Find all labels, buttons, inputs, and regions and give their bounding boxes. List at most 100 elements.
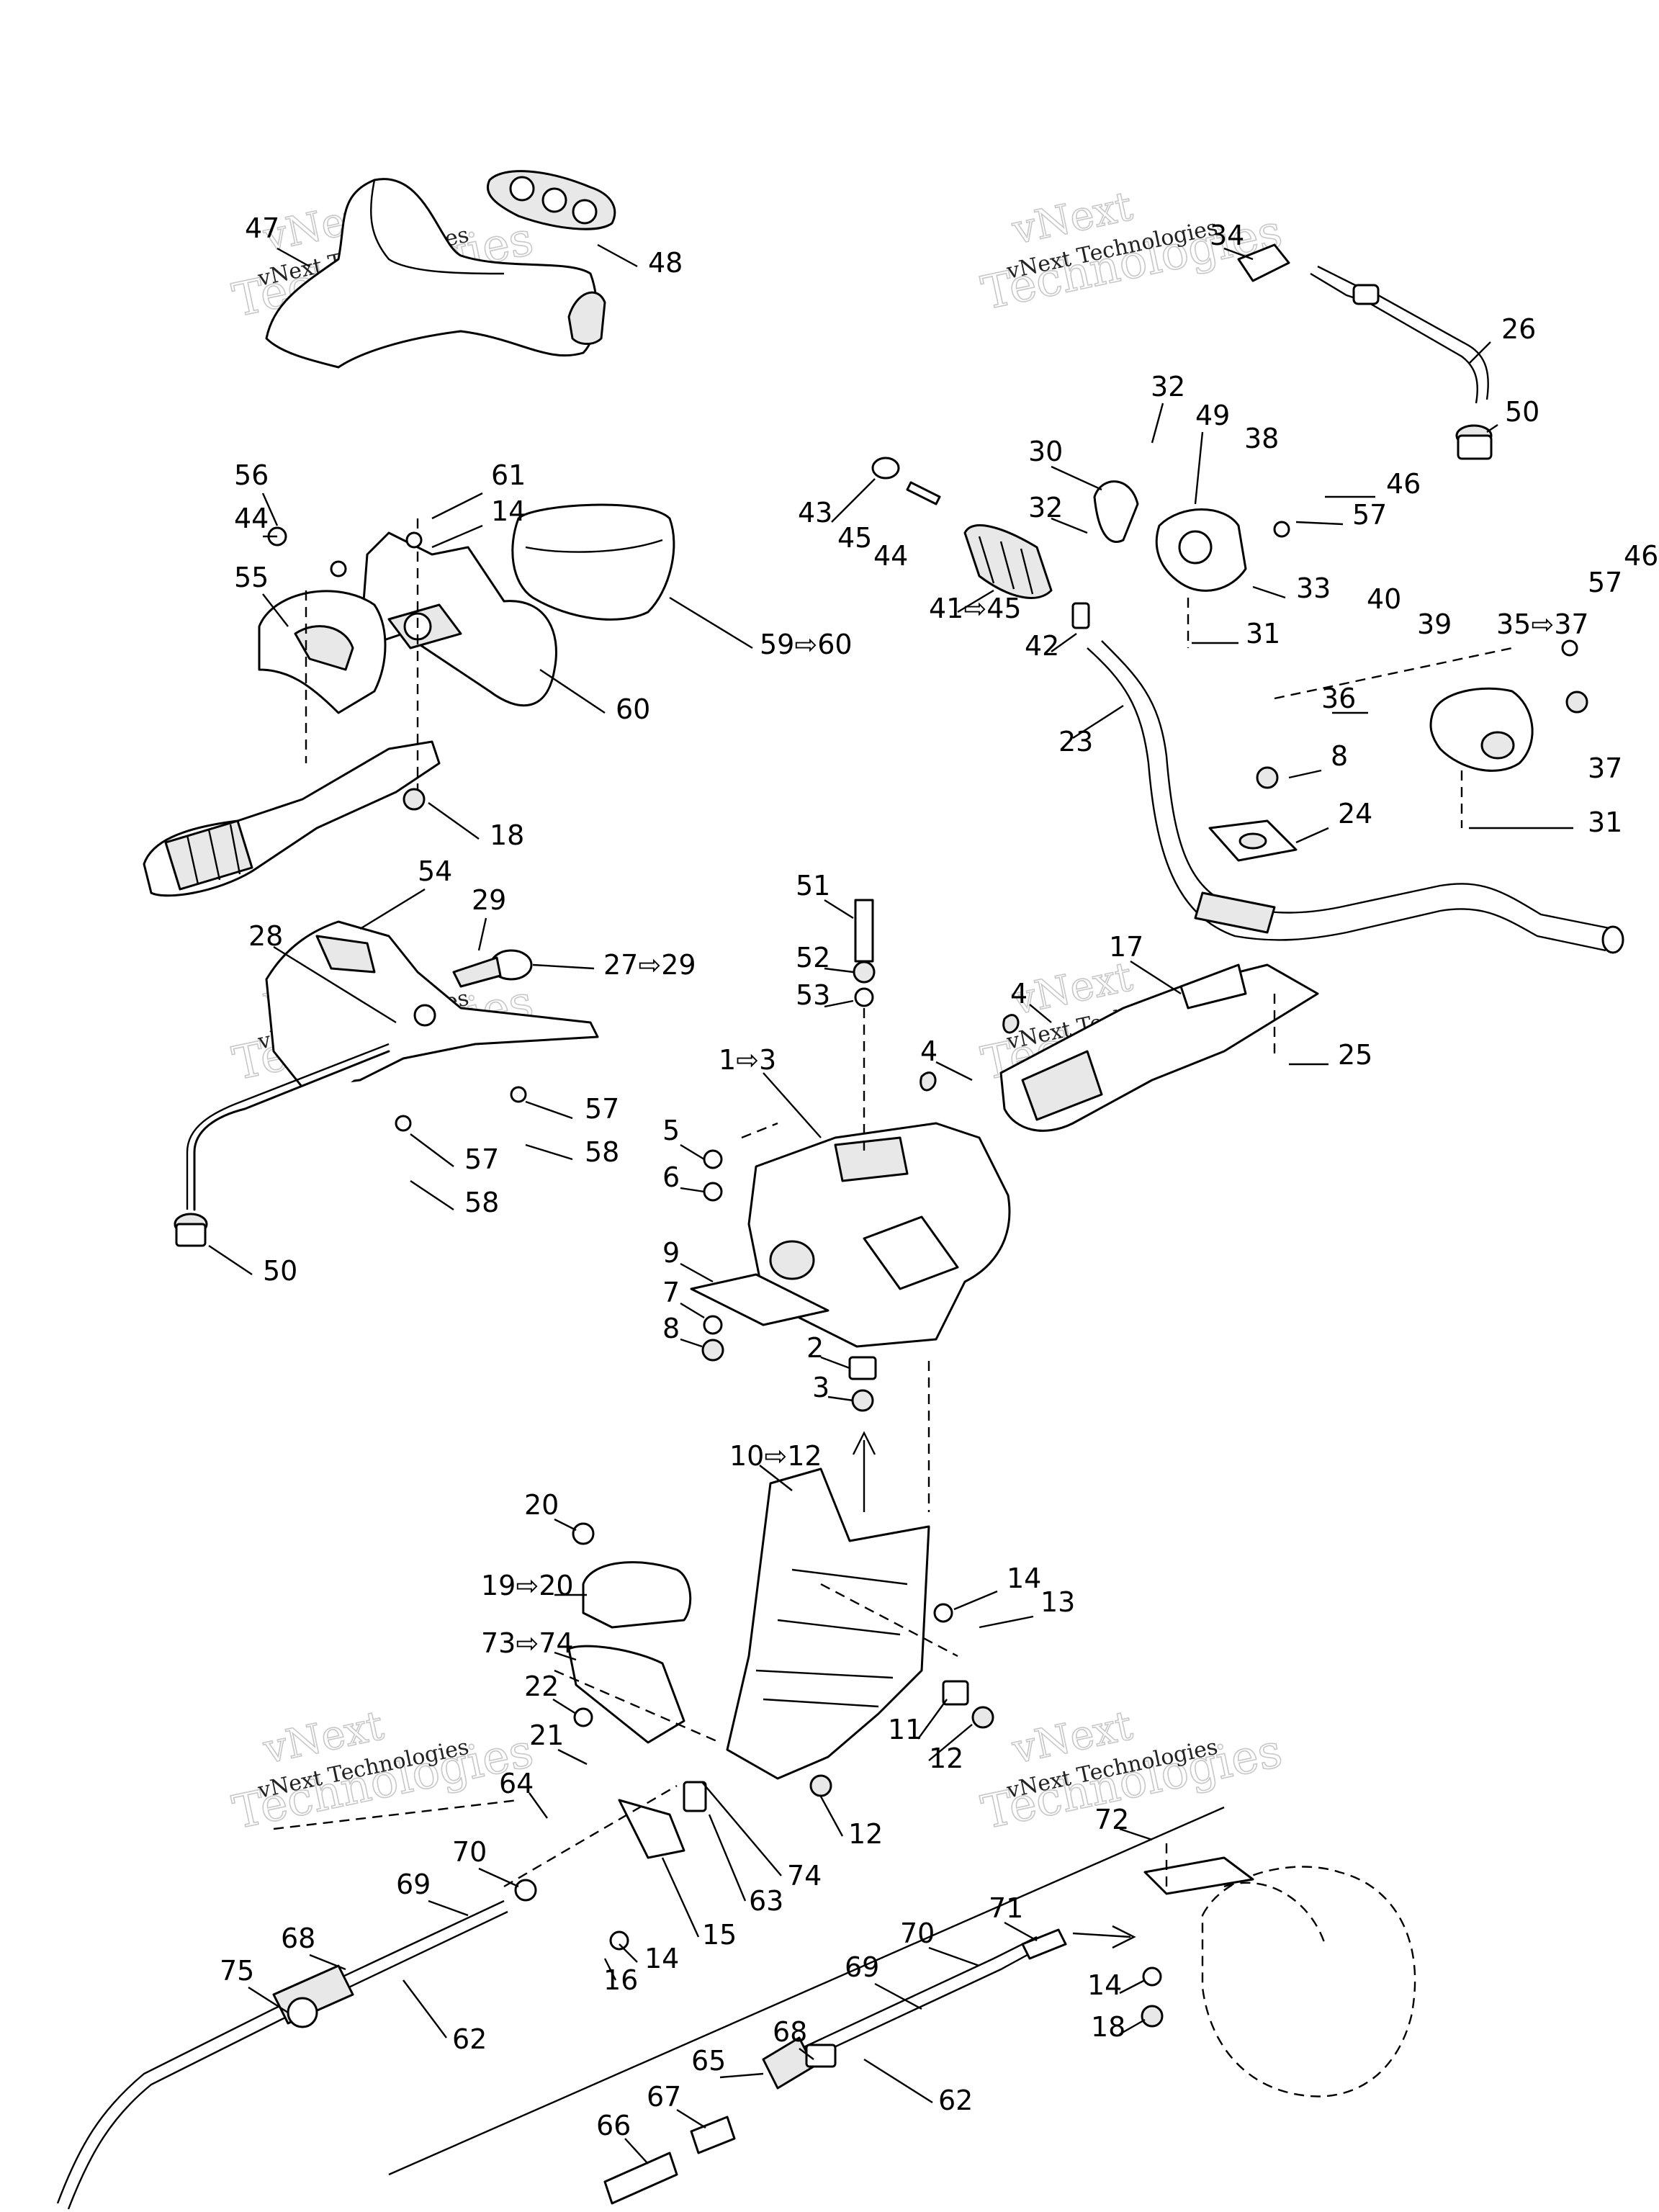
logo-decal (487, 170, 616, 230)
callout-c9: 9 (662, 1237, 680, 1269)
grip-cover (511, 503, 675, 621)
callout-c62b: 62 (938, 2085, 973, 2116)
callout-c18a: 18 (490, 819, 524, 851)
callout-c62a: 62 (452, 2023, 487, 2055)
handlebar-cover (265, 178, 606, 369)
throttle-housing-right (1155, 508, 1247, 592)
callout-c17: 17 (1109, 931, 1143, 963)
callout-c24: 24 (1338, 798, 1372, 830)
callout-c64: 64 (499, 1768, 534, 1799)
support-plate-9 (690, 1273, 830, 1326)
callout-c1012: 10⇨12 (729, 1440, 822, 1472)
callout-c57b: 57 (1588, 567, 1622, 598)
callout-c63: 63 (749, 1885, 783, 1917)
callout-c20: 20 (524, 1489, 559, 1521)
callout-c30: 30 (1028, 436, 1063, 467)
callout-c48: 48 (648, 247, 683, 279)
cable-bracket-15 (618, 1781, 707, 1859)
riser-clamp-24 (1208, 819, 1298, 862)
callout-c57d: 57 (464, 1143, 499, 1175)
callout-c50a: 50 (1505, 396, 1539, 428)
callout-c14c: 14 (644, 1943, 679, 1974)
steering-clamp-lower (567, 1645, 685, 1744)
callout-c18b: 18 (1091, 2011, 1125, 2043)
callout-c44b: 44 (234, 503, 269, 534)
callout-c60: 60 (616, 693, 650, 725)
callout-c23: 23 (1058, 726, 1093, 757)
callout-c68b: 68 (773, 2016, 807, 2048)
callout-c57a: 57 (1352, 499, 1387, 531)
callout-c31b: 31 (1588, 806, 1622, 838)
callout-c4a: 4 (1010, 978, 1028, 1010)
callout-c5960: 59⇨60 (760, 629, 853, 660)
callout-c14d: 14 (1087, 1969, 1122, 2001)
callout-c50b: 50 (263, 1255, 297, 1287)
callout-c70b: 70 (900, 1917, 935, 1949)
callout-c32a: 32 (1151, 371, 1185, 403)
callout-c1920: 19⇨20 (481, 1570, 574, 1601)
callout-c72: 72 (1094, 1804, 1129, 1835)
callout-c41: 41⇨45 (929, 593, 1022, 624)
callout-c56: 56 (234, 459, 269, 491)
switch-cover (258, 590, 387, 714)
callout-c26: 26 (1501, 313, 1536, 345)
callout-c6: 6 (662, 1161, 680, 1193)
callout-c69b: 69 (845, 1951, 879, 1983)
callout-c13: 1⇨3 (719, 1044, 776, 1076)
callout-c67: 67 (647, 2081, 681, 2113)
callout-c43: 43 (798, 497, 832, 529)
alignment-lines (273, 518, 1513, 1949)
callout-c3537: 35⇨37 (1496, 608, 1589, 640)
callout-c32b: 32 (1028, 492, 1063, 523)
callout-c46a: 46 (1386, 468, 1421, 500)
steering-support (747, 1122, 1011, 1348)
callout-c46b: 46 (1624, 540, 1658, 572)
throttle-lever (1093, 480, 1139, 543)
callout-c61: 61 (491, 459, 526, 491)
callout-c70a: 70 (452, 1836, 487, 1868)
callout-c29: 29 (472, 884, 506, 916)
callout-c28: 28 (248, 920, 283, 952)
callout-c69a: 69 (396, 1869, 431, 1900)
callout-c34: 34 (1210, 220, 1244, 251)
grip-right (871, 457, 1090, 629)
callout-c5: 5 (662, 1115, 680, 1146)
callout-c14b: 14 (1007, 1563, 1041, 1594)
mount-bracket-left (265, 920, 599, 1089)
steering-column (999, 963, 1319, 1132)
steering-shield (726, 1467, 930, 1780)
callout-c51: 51 (796, 870, 830, 902)
callout-c52: 52 (796, 942, 830, 974)
callout-c36: 36 (1321, 683, 1356, 714)
callout-c58a: 58 (585, 1136, 619, 1168)
callout-c40: 40 (1367, 583, 1401, 615)
callout-c75: 75 (220, 1955, 254, 1987)
steering-cable-left (56, 1899, 508, 2210)
callout-c25: 25 (1338, 1039, 1372, 1071)
callout-c38: 38 (1244, 423, 1279, 454)
clip-34 (1237, 243, 1290, 282)
callout-c22: 22 (524, 1671, 559, 1702)
callout-c2: 2 (806, 1332, 824, 1364)
callout-c53: 53 (796, 979, 830, 1011)
switch-housing-right (1429, 687, 1534, 772)
callout-c45: 45 (837, 522, 872, 554)
callout-c49: 49 (1195, 400, 1230, 431)
callout-c37: 37 (1588, 752, 1622, 784)
callout-c71: 71 (989, 1892, 1023, 1924)
callout-c42: 42 (1025, 630, 1059, 662)
callout-c16: 16 (603, 1964, 638, 1996)
callout-c47: 47 (245, 212, 279, 244)
callout-c74: 74 (787, 1860, 822, 1892)
callout-c12a: 12 (929, 1743, 963, 1774)
cable-right-top (1310, 265, 1493, 460)
callout-c8b: 8 (662, 1313, 680, 1344)
callout-c11: 11 (888, 1714, 922, 1745)
callout-c7: 7 (662, 1277, 680, 1308)
callout-c65: 65 (691, 2045, 726, 2077)
hardware-fasteners (267, 521, 1588, 2028)
callout-c15: 15 (702, 1919, 737, 1951)
